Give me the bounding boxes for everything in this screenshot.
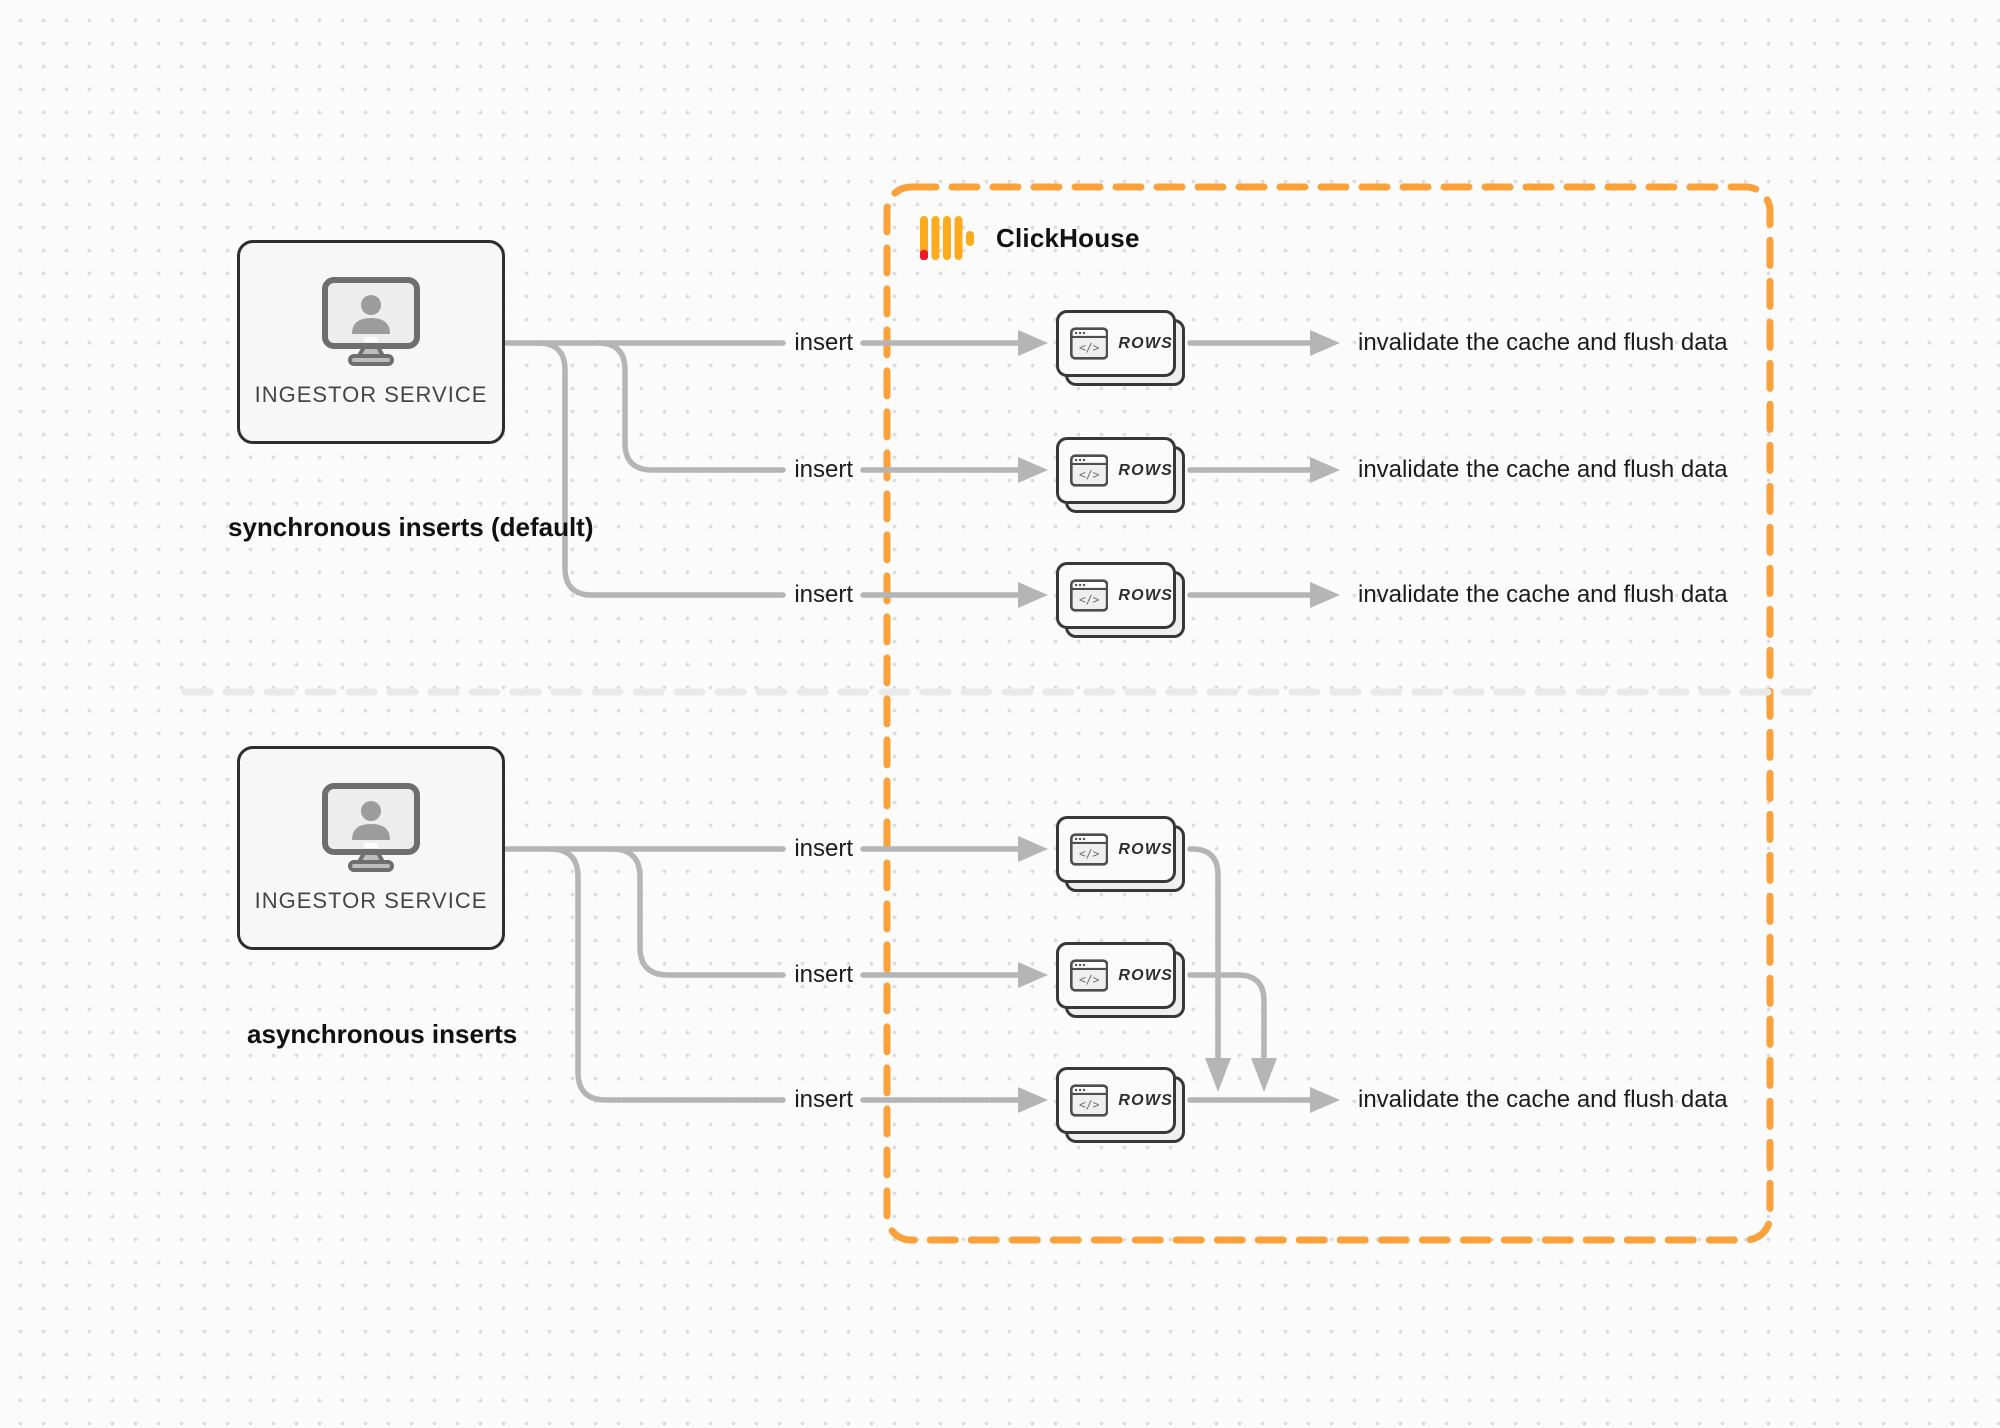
insert-label: insert [794,456,853,483]
connector-lines [502,340,1315,1103]
rows-table-card: </> ROWS [1056,1067,1185,1143]
code-window-icon: </> [1070,1084,1109,1117]
clickhouse-boundary-box [883,183,1774,1244]
sync-branch-2 [595,340,786,473]
async-branch-2 [609,846,786,978]
clickhouse-title: ClickHouse [996,222,1140,253]
code-glyph: </> [1079,467,1100,481]
rows-table-card: </> ROWS [1056,437,1185,513]
invalidate-label: invalidate the cache and flush data [1358,329,1728,356]
monitor-user-icon [322,783,420,872]
insert-label: insert [794,581,853,608]
sync-section-caption: synchronous inserts (default) [228,512,594,542]
insert-label: insert [794,961,853,988]
async-merge-line-2 [1187,972,1267,1063]
arrowheads [1018,330,1340,1113]
insert-label: insert [794,1086,853,1113]
clickhouse-red-accent [920,250,928,260]
async-branch-3 [547,846,786,1103]
rows-table-card: </> ROWS [1056,816,1185,892]
async-merge-line-1 [1187,846,1221,1063]
rows-table-card: </> ROWS [1056,562,1185,638]
rows-label: ROWS [1118,334,1173,352]
rows-label: ROWS [1118,1091,1173,1109]
monitor-user-icon [322,277,420,366]
invalidate-label: invalidate the cache and flush data [1358,581,1728,608]
code-window-icon: </> [1070,327,1109,360]
code-window-icon: </> [1070,833,1109,866]
rows-table-card: </> ROWS [1056,310,1185,386]
code-glyph: </> [1079,972,1100,986]
code-glyph: </> [1079,340,1100,354]
code-window-icon: </> [1070,959,1109,992]
rows-label: ROWS [1118,840,1173,858]
sync-branch-3 [535,340,786,598]
code-glyph: </> [1079,846,1100,860]
insert-label: insert [794,835,853,862]
async-section-caption: asynchronous inserts [247,1019,518,1049]
ingestor-service-label: INGESTOR SERVICE [254,382,488,407]
code-window-icon: </> [1070,454,1109,487]
insert-label: insert [794,329,853,356]
code-glyph: </> [1079,592,1100,606]
code-window-icon: </> [1070,579,1109,612]
rows-label: ROWS [1118,461,1173,479]
ingestor-service-box-sync: INGESTOR SERVICE [237,240,505,444]
rows-table-card: </> ROWS [1056,942,1185,1018]
rows-label: ROWS [1118,586,1173,604]
rows-label: ROWS [1118,966,1173,984]
clickhouse-bars-icon [920,216,974,260]
code-glyph: </> [1079,1097,1100,1111]
clickhouse-logo: ClickHouse [918,212,1140,264]
ingestor-service-box-async: INGESTOR SERVICE [237,746,505,950]
invalidate-label: invalidate the cache and flush data [1358,456,1728,483]
ingestor-service-label: INGESTOR SERVICE [254,888,488,913]
invalidate-label: invalidate the cache and flush data [1358,1086,1728,1113]
